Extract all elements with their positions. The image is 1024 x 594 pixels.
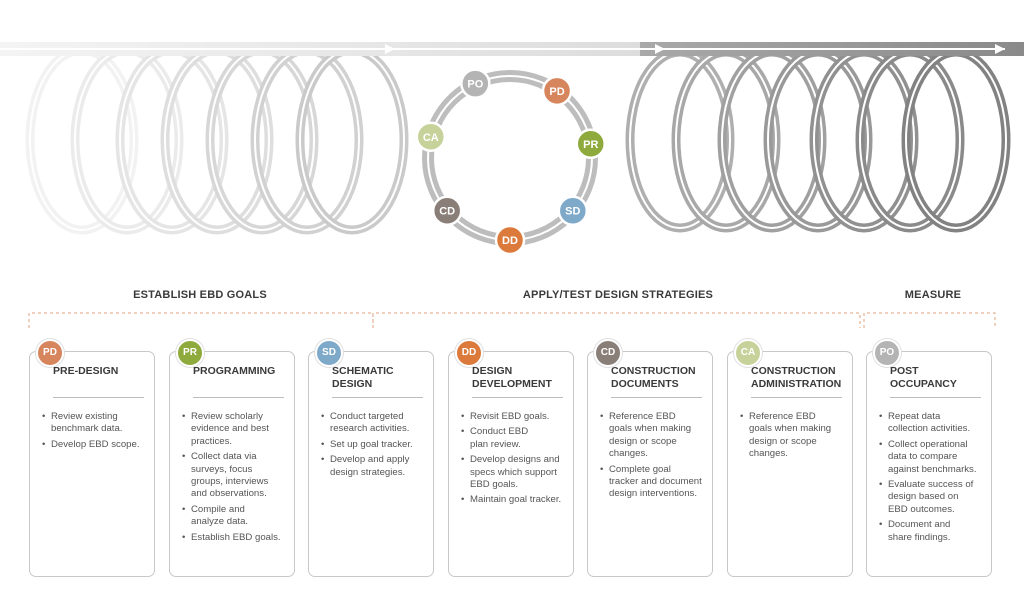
- card-divider: [751, 397, 842, 398]
- cycle-node-pd: PD: [541, 75, 573, 107]
- badge-pd: PD: [36, 339, 64, 367]
- bullet-item: Reference EBD goals when making design o…: [740, 411, 846, 461]
- bullet-item: Collect data via surveys, focus groups, …: [182, 451, 288, 501]
- card-divider: [193, 397, 284, 398]
- cycle-node-label: PR: [583, 139, 598, 151]
- bullet-item: Repeat data collection activities.: [879, 411, 985, 436]
- top-arrow-band: [0, 42, 1024, 56]
- cycle-node-pr: PR: [575, 128, 607, 160]
- bullet-item: Complete goal tracker and document desig…: [600, 464, 706, 501]
- bullet-item: Evaluate success of design based on EBD …: [879, 479, 985, 516]
- phase-label-measure: MEASURE: [904, 289, 962, 301]
- badge-po: PO: [873, 339, 901, 367]
- cycle-node-label: DD: [502, 235, 518, 247]
- cycle-node-po: PO: [460, 68, 491, 99]
- bullet-item: Develop EBD scope.: [42, 439, 148, 452]
- bullet-item: Establish EBD goals.: [182, 532, 288, 545]
- bullet-item: Develop designs and specs which support …: [461, 454, 567, 491]
- card-bullets: Conduct targeted research activities. Se…: [321, 411, 427, 482]
- card-title: POST OCCUPANCY: [890, 365, 957, 390]
- card-title: SCHEMATIC DESIGN: [332, 365, 394, 390]
- card-bullets: Review scholarly evidence and best pract…: [182, 411, 288, 547]
- card-construction-documents: CD CONSTRUCTION DOCUMENTS Reference EBD …: [587, 339, 713, 577]
- card-construction-administration: CA CONSTRUCTION ADMINISTRATION Reference…: [727, 339, 853, 577]
- card-bullets: Reference EBD goals when making design o…: [600, 411, 706, 504]
- bullet-item: Conduct targeted research activities.: [321, 411, 427, 436]
- card-title: PROGRAMMING: [193, 365, 276, 377]
- card-divider: [472, 397, 563, 398]
- card-schematic-design: SD SCHEMATIC DESIGN Conduct targeted res…: [308, 339, 434, 577]
- bullet-item: Review scholarly evidence and best pract…: [182, 411, 288, 448]
- cycle-node-sd: SD: [557, 195, 589, 226]
- badge-ca: CA: [734, 339, 762, 367]
- badge-dd: DD: [455, 339, 483, 367]
- card-post-occupancy: PO POST OCCUPANCY Repeat data collection…: [866, 339, 992, 577]
- cycle-node-label: CD: [439, 206, 455, 218]
- card-title: DESIGN DEVELOPMENT: [472, 365, 552, 390]
- phase-bracket: [372, 312, 861, 328]
- cycle-node-ca: CA: [415, 121, 447, 153]
- bullet-item: Document and share findings.: [879, 519, 985, 544]
- cycle-node-label: PD: [549, 86, 564, 98]
- card-title: CONSTRUCTION ADMINISTRATION: [751, 365, 842, 390]
- card-bullets: Review existing benchmark data. Develop …: [42, 411, 148, 454]
- card-title: PRE-DESIGN: [53, 365, 119, 377]
- cycle-node-dd: DD: [494, 224, 526, 256]
- bullet-item: Collect operational data to compare agai…: [879, 439, 985, 476]
- card-title: CONSTRUCTION DOCUMENTS: [611, 365, 696, 390]
- design-cycle-nodes: PO PD PR SD DD CD CA: [415, 68, 607, 256]
- cycle-node-label: SD: [565, 206, 580, 218]
- phase-label-apply-test: APPLY/TEST DESIGN STRATEGIES: [522, 289, 714, 301]
- card-bullets: Repeat data collection activities. Colle…: [879, 411, 985, 547]
- badge-cd: CD: [594, 339, 622, 367]
- bullet-item: Reference EBD goals when making design o…: [600, 411, 706, 461]
- spiral-right-coils: [625, 47, 1011, 233]
- phase-label-establish: ESTABLISH EBD GOALS: [133, 289, 267, 301]
- spiral-left-coils: [25, 45, 409, 235]
- phase-bracket: [28, 312, 374, 328]
- card-bullets: Reference EBD goals when making design o…: [740, 411, 846, 464]
- card-divider: [611, 397, 702, 398]
- arrow-head: [995, 44, 1005, 54]
- card-divider: [890, 397, 981, 398]
- bullet-item: Set up goal tracker.: [321, 439, 427, 452]
- phase-bracket: [863, 312, 996, 328]
- bullet-item: Compile and analyze data.: [182, 504, 288, 529]
- card-design-development: DD DESIGN DEVELOPMENT Revisit EBD goals.…: [448, 339, 574, 577]
- bullet-item: Conduct EBD plan review.: [461, 426, 567, 451]
- cycle-node-label: PO: [467, 79, 483, 91]
- arrow-head: [655, 44, 665, 54]
- phase-brackets: [28, 312, 996, 328]
- arrow-head: [385, 44, 395, 54]
- card-bullets: Revisit EBD goals. Conduct EBD plan revi…: [461, 411, 567, 510]
- card-divider: [332, 397, 423, 398]
- badge-sd: SD: [315, 339, 343, 367]
- badge-pr: PR: [176, 339, 204, 367]
- bullet-item: Revisit EBD goals.: [461, 411, 567, 424]
- bullet-item: Develop and apply design strategies.: [321, 454, 427, 479]
- card-divider: [53, 397, 144, 398]
- card-pre-design: PD PRE-DESIGN Review existing benchmark …: [29, 339, 155, 577]
- card-programming: PR PROGRAMMING Review scholarly evidence…: [169, 339, 295, 577]
- bullet-item: Maintain goal tracker.: [461, 494, 567, 507]
- cycle-node-label: CA: [423, 132, 439, 144]
- bullet-item: Review existing benchmark data.: [42, 411, 148, 436]
- cycle-node-cd: CD: [431, 195, 463, 226]
